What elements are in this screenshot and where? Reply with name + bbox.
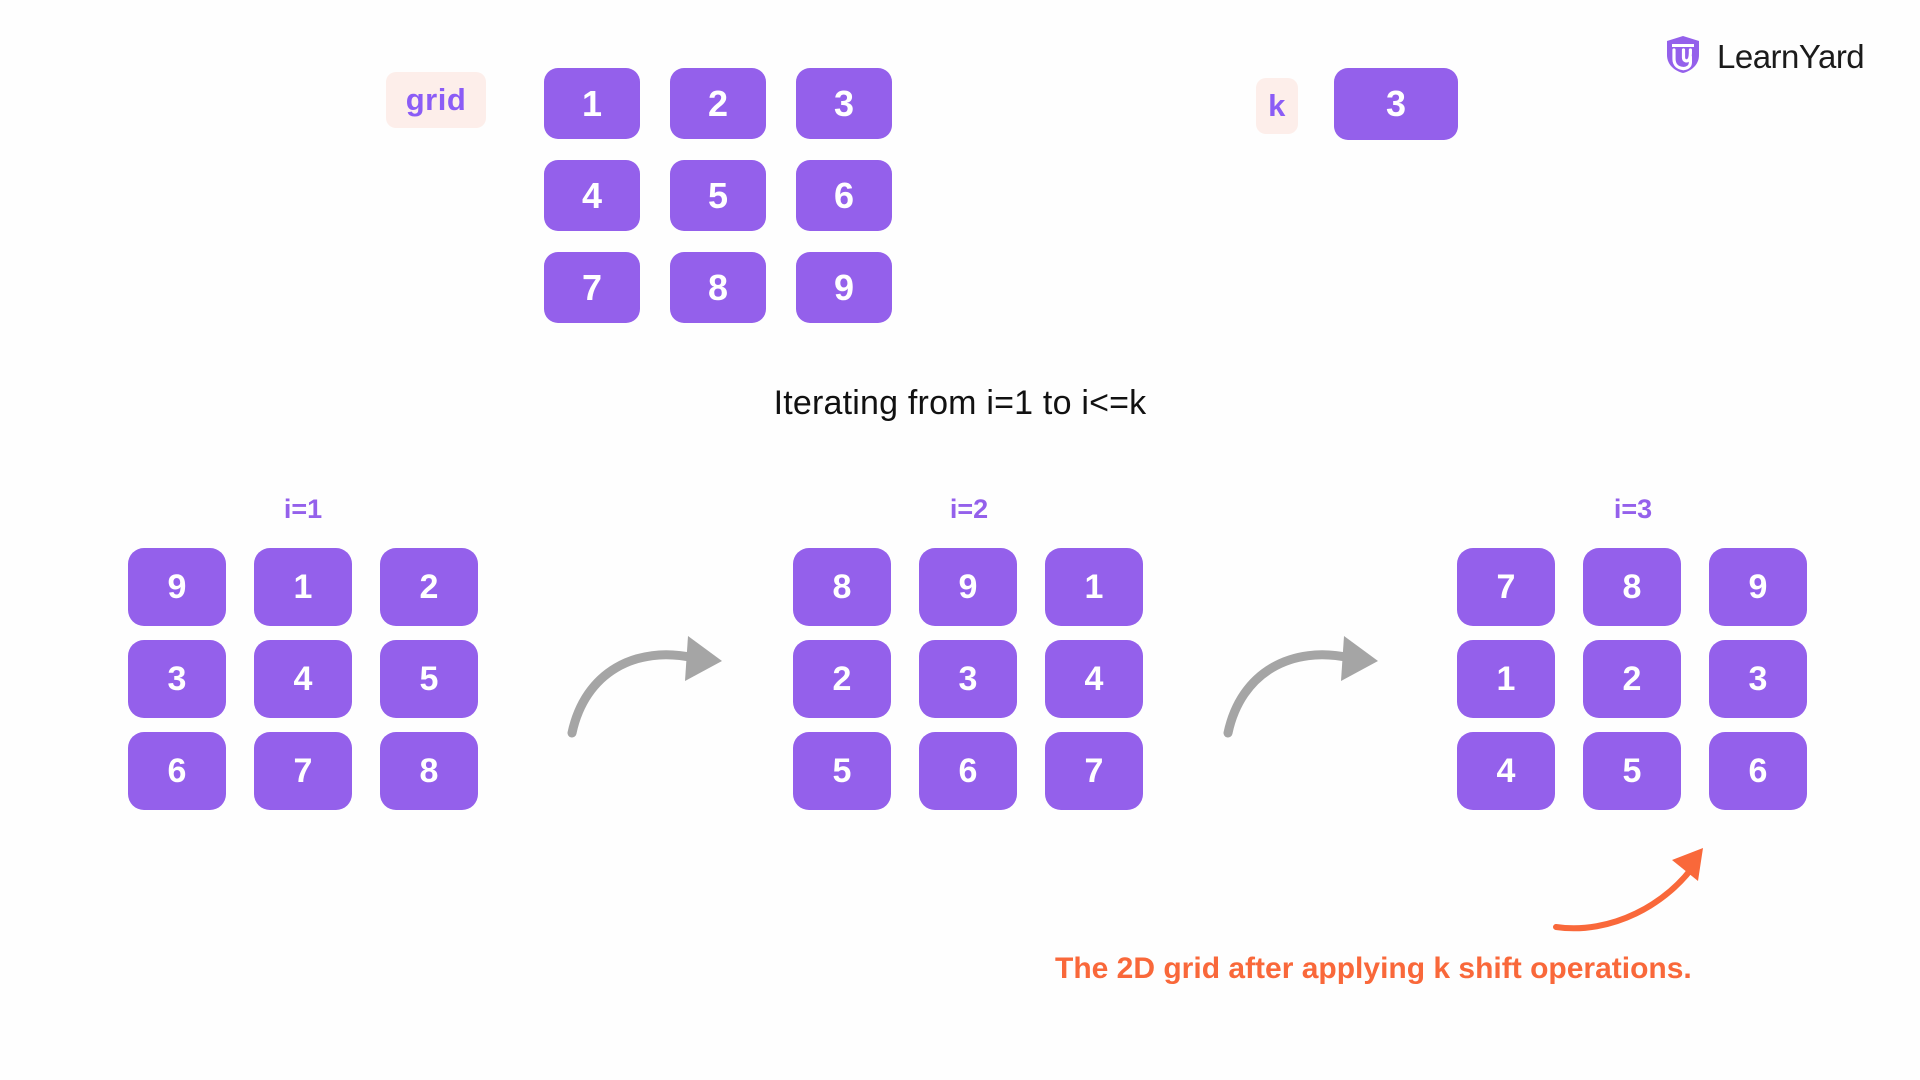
step3-cell-r2c0: 4	[1457, 732, 1555, 810]
grid-cell-r0c0: 1	[544, 68, 640, 139]
step3-cell-r1c2: 3	[1709, 640, 1807, 718]
iteration-caption: Iterating from i=1 to i<=k	[773, 384, 1147, 422]
step3-cell-r0c2: 9	[1709, 548, 1807, 626]
step3-cell-r2c2: 6	[1709, 732, 1807, 810]
step3-cell-r1c1: 2	[1583, 640, 1681, 718]
step2-cell-r0c0: 8	[793, 548, 891, 626]
step-arrow-1-to-2-icon	[567, 636, 722, 738]
grid-cell-r1c1: 5	[670, 160, 766, 231]
step1-cell-r1c0: 3	[128, 640, 226, 718]
step3-cell-r1c0: 1	[1457, 640, 1555, 718]
step-label-i3: i=3	[1613, 494, 1653, 524]
grid-label-badge: grid	[386, 72, 486, 128]
step-label-i2: i=2	[949, 494, 989, 524]
step2-cell-r2c0: 5	[793, 732, 891, 810]
step2-cell-r0c2: 1	[1045, 548, 1143, 626]
grid-cell-r1c0: 4	[544, 160, 640, 231]
step1-cell-r1c1: 4	[254, 640, 352, 718]
step-label-i1: i=1	[283, 494, 323, 524]
grid-cell-r0c2: 3	[796, 68, 892, 139]
step2-cell-r0c1: 9	[919, 548, 1017, 626]
step3-cell-r2c1: 5	[1583, 732, 1681, 810]
grid-cell-r2c1: 8	[670, 252, 766, 323]
step1-cell-r0c2: 2	[380, 548, 478, 626]
grid-cell-r2c0: 7	[544, 252, 640, 323]
step2-cell-r2c2: 7	[1045, 732, 1143, 810]
step1-cell-r2c2: 8	[380, 732, 478, 810]
brand-name: LearnYard	[1717, 37, 1865, 75]
conclusion-caption: The 2D grid after applying k shift opera…	[1055, 952, 1692, 985]
step1-cell-r1c2: 5	[380, 640, 478, 718]
conclusion-arrow-icon	[1553, 848, 1703, 932]
k-value-tile: 3	[1334, 68, 1458, 140]
grid-cell-r1c2: 6	[796, 160, 892, 231]
step1-cell-r2c1: 7	[254, 732, 352, 810]
step2-cell-r1c2: 4	[1045, 640, 1143, 718]
step-arrow-2-to-3-icon	[1223, 636, 1378, 738]
step1-cell-r0c1: 1	[254, 548, 352, 626]
grid-cell-r0c1: 2	[670, 68, 766, 139]
step3-cell-r0c0: 7	[1457, 548, 1555, 626]
k-label-badge: k	[1256, 78, 1298, 134]
step2-cell-r1c1: 3	[919, 640, 1017, 718]
step2-cell-r2c1: 6	[919, 732, 1017, 810]
step2-cell-r1c0: 2	[793, 640, 891, 718]
step3-cell-r0c1: 8	[1583, 548, 1681, 626]
grid-cell-r2c2: 9	[796, 252, 892, 323]
learnyard-logo: LearnYard	[1661, 32, 1865, 81]
step1-cell-r2c0: 6	[128, 732, 226, 810]
learnyard-shield-logo-icon	[1661, 32, 1705, 81]
step1-cell-r0c0: 9	[128, 548, 226, 626]
